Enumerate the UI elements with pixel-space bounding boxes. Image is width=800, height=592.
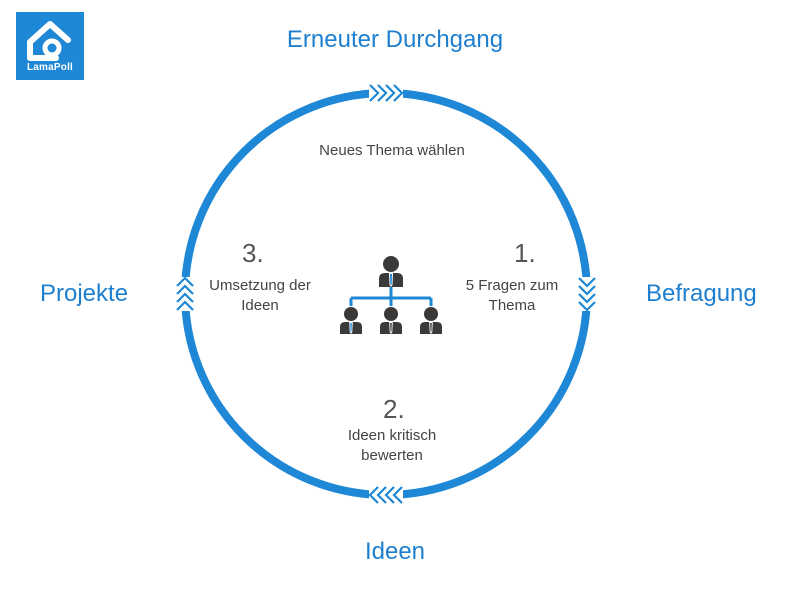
lamapoll-logo: LamaPoll [16,12,84,80]
stage-label-left: Projekte [40,280,129,307]
step-2-number: 2. [383,394,405,424]
chevron-down-icon [578,277,596,312]
person-icon [340,307,362,334]
person-icon [380,307,402,334]
step-1-number: 1. [514,238,536,268]
org-chart-icon [340,256,442,334]
logo-text: LamaPoll [26,62,74,73]
lamapoll-logo-icon [27,21,71,61]
person-icon [379,256,403,287]
stage-label-top: Erneuter Durchgang [286,26,504,53]
center-top-text: Neues Thema wählen [319,142,465,159]
chevron-left-icon [368,486,403,504]
step-3-text: Umsetzung der Ideen [209,277,311,314]
stage-label-right: Befragung [646,280,757,307]
step-3-number: 3. [242,238,264,268]
person-icon [420,307,442,334]
chevron-right-icon [369,84,404,102]
step-2-text: Ideen kritisch bewerten [347,427,437,464]
chevron-up-icon [176,276,194,311]
step-1-text: 5 Fragen zum Thema [465,277,559,314]
stage-label-bottom: Ideen [364,538,426,565]
